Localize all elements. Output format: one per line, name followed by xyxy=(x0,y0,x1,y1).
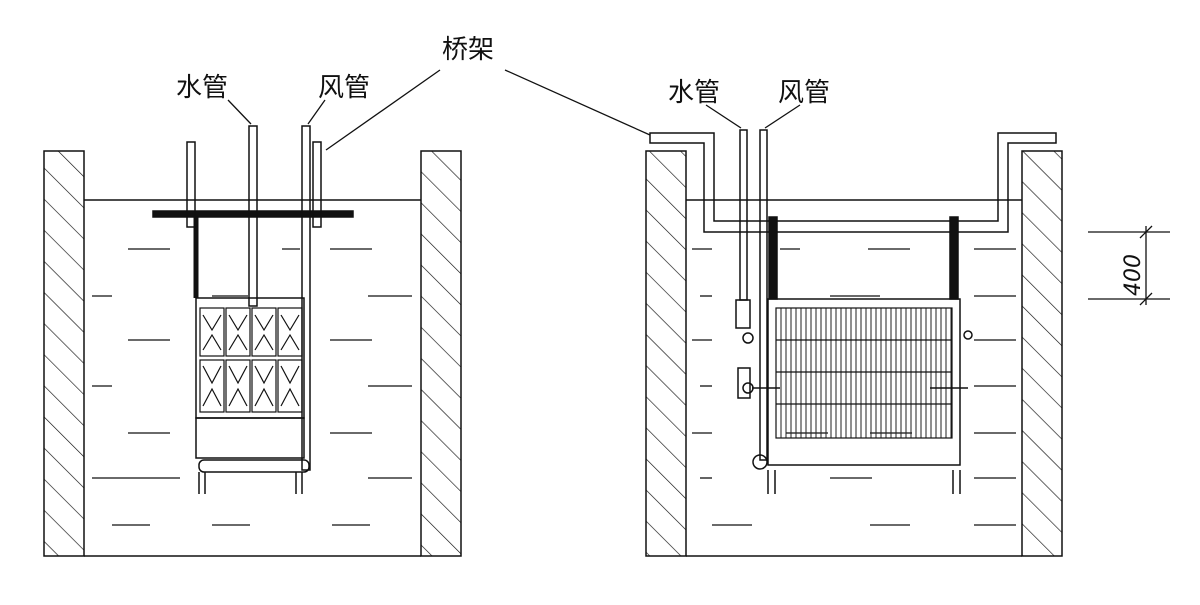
bridge-leader-left xyxy=(325,69,441,151)
right-water-pipe xyxy=(739,129,748,301)
left-tank-wall-right xyxy=(420,150,462,557)
left-air-pipe-label: 风管 xyxy=(318,73,370,103)
dimension-value: 400 xyxy=(1121,254,1146,296)
bridge-label: 桥架 xyxy=(442,35,494,65)
right-water-pipe-leader xyxy=(705,104,742,129)
dimension-marker xyxy=(1088,225,1170,306)
right-air-pipe xyxy=(759,129,768,461)
right-tank xyxy=(645,150,1063,557)
left-diffuser-modules xyxy=(199,307,303,413)
left-leader-lines xyxy=(227,69,651,151)
left-hanger-left xyxy=(186,141,196,228)
right-diffuser-frame xyxy=(767,298,961,466)
right-tank-wall-left xyxy=(645,150,687,557)
right-valve-lower xyxy=(742,382,754,394)
left-tank-water-lines xyxy=(92,248,412,526)
left-tank xyxy=(43,150,462,557)
right-valve-upper xyxy=(742,332,754,344)
right-hanger-right xyxy=(949,216,959,300)
left-tank-wall-left xyxy=(43,150,85,557)
right-hanger-left xyxy=(768,216,778,300)
right-bottom-pipe-end xyxy=(752,454,768,470)
right-air-pipe-leader xyxy=(764,104,801,129)
right-water-pipe-label: 水管 xyxy=(668,78,720,108)
right-leader-lines xyxy=(705,104,801,129)
left-bottom-header-pipe xyxy=(198,459,310,473)
right-tank-wall-right xyxy=(1021,150,1063,557)
left-frame-lower xyxy=(195,417,305,459)
bridge-leader-right xyxy=(504,69,651,136)
right-frame-bolt xyxy=(963,330,973,340)
left-hanger-right xyxy=(312,141,322,228)
left-water-pipe-leader xyxy=(227,99,252,125)
right-air-pipe-label: 风管 xyxy=(778,78,830,108)
right-aerator-assembly xyxy=(735,129,973,494)
right-bridge-tray xyxy=(649,132,1057,233)
right-water-fitting-upper xyxy=(735,299,751,329)
right-membrane-fins xyxy=(775,307,953,439)
left-crossbeam xyxy=(152,210,354,218)
left-air-pipe-leader xyxy=(307,99,326,125)
left-water-pipe-label: 水管 xyxy=(176,73,228,103)
left-aerator-assembly xyxy=(152,125,354,494)
left-water-pipe xyxy=(248,125,258,307)
